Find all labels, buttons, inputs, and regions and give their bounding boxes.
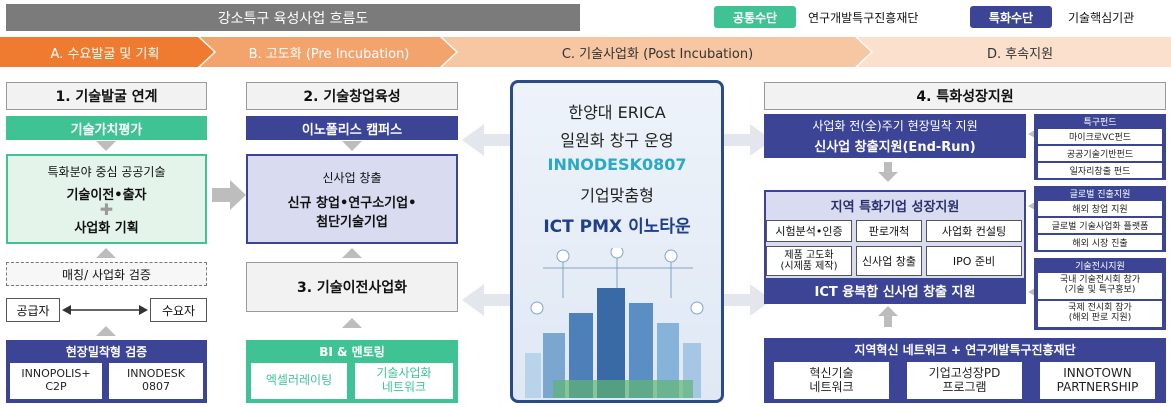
side-global-item-1: 해외 창업 지원 [1038, 201, 1162, 216]
cold-panel-item-1: 혁신기술 네트워크 [774, 362, 889, 399]
colb-box-line1: 신사업 창출 [322, 170, 382, 185]
side-fund-item-3: 일자리창출 펀드 [1038, 163, 1162, 178]
phase-a-label: A. 수요발굴 및 기획 [50, 46, 160, 62]
legend-common-badge: 공통수단 [714, 6, 796, 28]
cola-panel-title: 현장밀착형 검증 [65, 344, 148, 359]
side-fund-item-1: 마이크로VC펀드 [1038, 129, 1162, 144]
phase-d-arrow [857, 37, 1171, 67]
cold-grid-3: 사업화 컨설팅 [926, 220, 1022, 242]
side-global-item-3: 해외 시장 진출 [1038, 235, 1162, 250]
cold-panel-item-2: 기업고성장PD 프로그램 [907, 362, 1022, 399]
page-title: 강소특구 육성사업 흐름도 [6, 4, 580, 31]
cola-panel-item-1: INNOPOLIS+ C2P [10, 363, 102, 399]
side-fund-panel: 특구펀드 마이크로VC펀드 공공기술기반펀드 일자리창출 펀드 [1034, 114, 1166, 180]
side-expo-item-2: 국제 전시회 참가 (해외 판로 지원) [1038, 301, 1162, 327]
cola-panel: 현장밀착형 검증 INNOPOLIS+ C2P INNODESK 0807 [6, 340, 207, 403]
colb-panel-item-2: 기술사업화 네트워크 [355, 363, 453, 399]
colb-lav-box: 신사업 창출 신규 창업•연구소기업• 첨단기술기업 [246, 154, 458, 244]
legend-special-badge: 특화수단 [970, 6, 1052, 28]
colb-box-line2: 신규 창업•연구소기업• [287, 195, 417, 211]
cola-box-line1: 특화분야 중심 공공기술 [47, 164, 166, 179]
phase-c-label: C. 기술사업화 (Post Incubation) [561, 46, 754, 62]
phase-b-arrow [200, 37, 456, 67]
colb-panel: BI & 멘토링 엑셀러레이팅 기술사업화 네트워크 [246, 340, 458, 403]
cold-grid-4: 제품 고도화 (시제품 제작) [766, 246, 852, 276]
colb-navy-bar: 이노폴리스 캠퍼스 [246, 116, 458, 140]
cold-grid-1: 시험분석•인증 [766, 220, 852, 242]
cold-panel: 지역혁신 네트워크 + 연구개발특구진흥재단 혁신기술 네트워크 기업고성장PD… [764, 338, 1166, 403]
cola-consumer: 수요자 [150, 298, 207, 322]
phase-b-label: B. 고도화 (Pre Incubation) [248, 46, 410, 62]
arrow-c-right-top [724, 124, 772, 156]
cola-green-bar: 기술가치평가 [6, 116, 207, 140]
side-global-panel: 글로벌 진출지원 해외 창업 지원 글로벌 기술사업화 플랫폼 해외 시장 진출 [1034, 186, 1166, 252]
cola-box-line2: 기술이전•출자 [66, 187, 147, 203]
cola-box-line3: 사업화 기획 [74, 220, 139, 236]
cold-top-box: 사업화 전(全)주기 현장밀착 지원 신사업 창출지원(End-Run) [764, 114, 1026, 158]
colb-arrow-3 [342, 318, 362, 328]
cold-top-line1: 사업화 전(全)주기 현장밀착 지원 [812, 119, 978, 133]
cold-grid-6: IPO 준비 [926, 246, 1022, 276]
side-fund-title: 특구펀드 [1083, 117, 1117, 128]
cold-top-line2: 신사업 창출지원(End-Run) [814, 140, 976, 155]
cold-arrow-1-stem [884, 162, 892, 174]
side-expo-item-1: 국내 기술전시회 참가 (기술 및 특구홍보) [1038, 273, 1162, 299]
cold-panel-title: 지역혁신 네트워크 + 연구개발특구진흥재단 [854, 342, 1076, 357]
center-line2: 일원화 창구 운영 [560, 131, 674, 150]
center-line4: 기업맞춤형 [580, 186, 654, 205]
side-global-title: 글로벌 진출지원 [1069, 189, 1131, 200]
cola-arrow-3 [96, 326, 116, 336]
cold-grid-2: 판로개척 [856, 220, 922, 242]
colb-box-line3: 첨단기술기업 [316, 214, 388, 230]
cold-mid-title: 지역 특화기업 성장지원 [830, 199, 960, 215]
phase-d-label: D. 후속지원 [986, 46, 1054, 62]
arrow-c-left-top [462, 124, 510, 156]
arrow-a-to-b [212, 180, 246, 210]
phase-a-arrow [0, 37, 214, 67]
center-panel: 한양대 ERICA 일원화 창구 운영 INNODESK0807 기업맞춤형 I… [510, 80, 724, 403]
cold-panel-item-3: INNOTOWN PARTNERSHIP [1040, 362, 1155, 399]
plus-icon: ✚ [99, 199, 114, 219]
cold-arrow-2-stem [884, 315, 892, 327]
cold-heading: 4. 특화성장지원 [764, 82, 1166, 110]
colb-panel-title: BI & 멘토링 [319, 344, 385, 359]
arrow-c-right-bottom [724, 284, 772, 316]
cola-arrow-2 [96, 248, 116, 258]
colb-arrow-2 [342, 248, 362, 258]
cold-arrow-1 [878, 172, 898, 182]
cola-supplier: 공급자 [6, 298, 60, 322]
cold-grid-5: 신사업 창출 [856, 246, 922, 276]
center-line1: 한양대 ERICA [568, 103, 666, 122]
center-line5: ICT PMX 이노타운 [543, 217, 691, 237]
legend-special-label: 기술핵심기관 [1068, 10, 1135, 25]
side-global-item-2: 글로벌 기술사업화 플랫폼 [1038, 218, 1162, 233]
cola-heading: 1. 기술발굴 연계 [6, 82, 207, 110]
double-arrow-icon [62, 305, 148, 315]
colb-arrow-1 [342, 141, 362, 151]
phase-c-arrow [442, 37, 871, 67]
cola-green-box: 특화분야 중심 공공기술 기술이전•출자 ✚ 사업화 기획 [6, 154, 207, 244]
side-fund-item-2: 공공기술기반펀드 [1038, 146, 1162, 161]
side-expo-panel: 기술전시지원 국내 기술전시회 참가 (기술 및 특구홍보) 국제 전시회 참가… [1034, 258, 1166, 330]
cola-arrow-1 [96, 141, 116, 151]
legend-common-label: 연구개발특구진흥재단 [808, 10, 919, 25]
colb-heading2: 3. 기술이전사업화 [246, 262, 458, 312]
colb-panel-item-1: 엑셀러레이팅 [251, 363, 347, 399]
cold-arrow-2 [878, 306, 898, 316]
cola-matching: 매칭/ 사업화 검증 [6, 262, 207, 286]
city-skyline-illustration [525, 248, 704, 398]
colb-heading: 2. 기술창업육성 [246, 82, 458, 110]
cola-panel-item-2: INNODESK 0807 [109, 363, 203, 399]
center-line3: INNODESK0807 [547, 155, 687, 174]
side-expo-title: 기술전시지원 [1075, 261, 1125, 272]
phase-arrows [0, 37, 1171, 67]
arrow-c-left-bottom [462, 284, 510, 316]
cold-ict-bar: ICT 융복합 신사업 창출 지원 [764, 278, 1026, 302]
